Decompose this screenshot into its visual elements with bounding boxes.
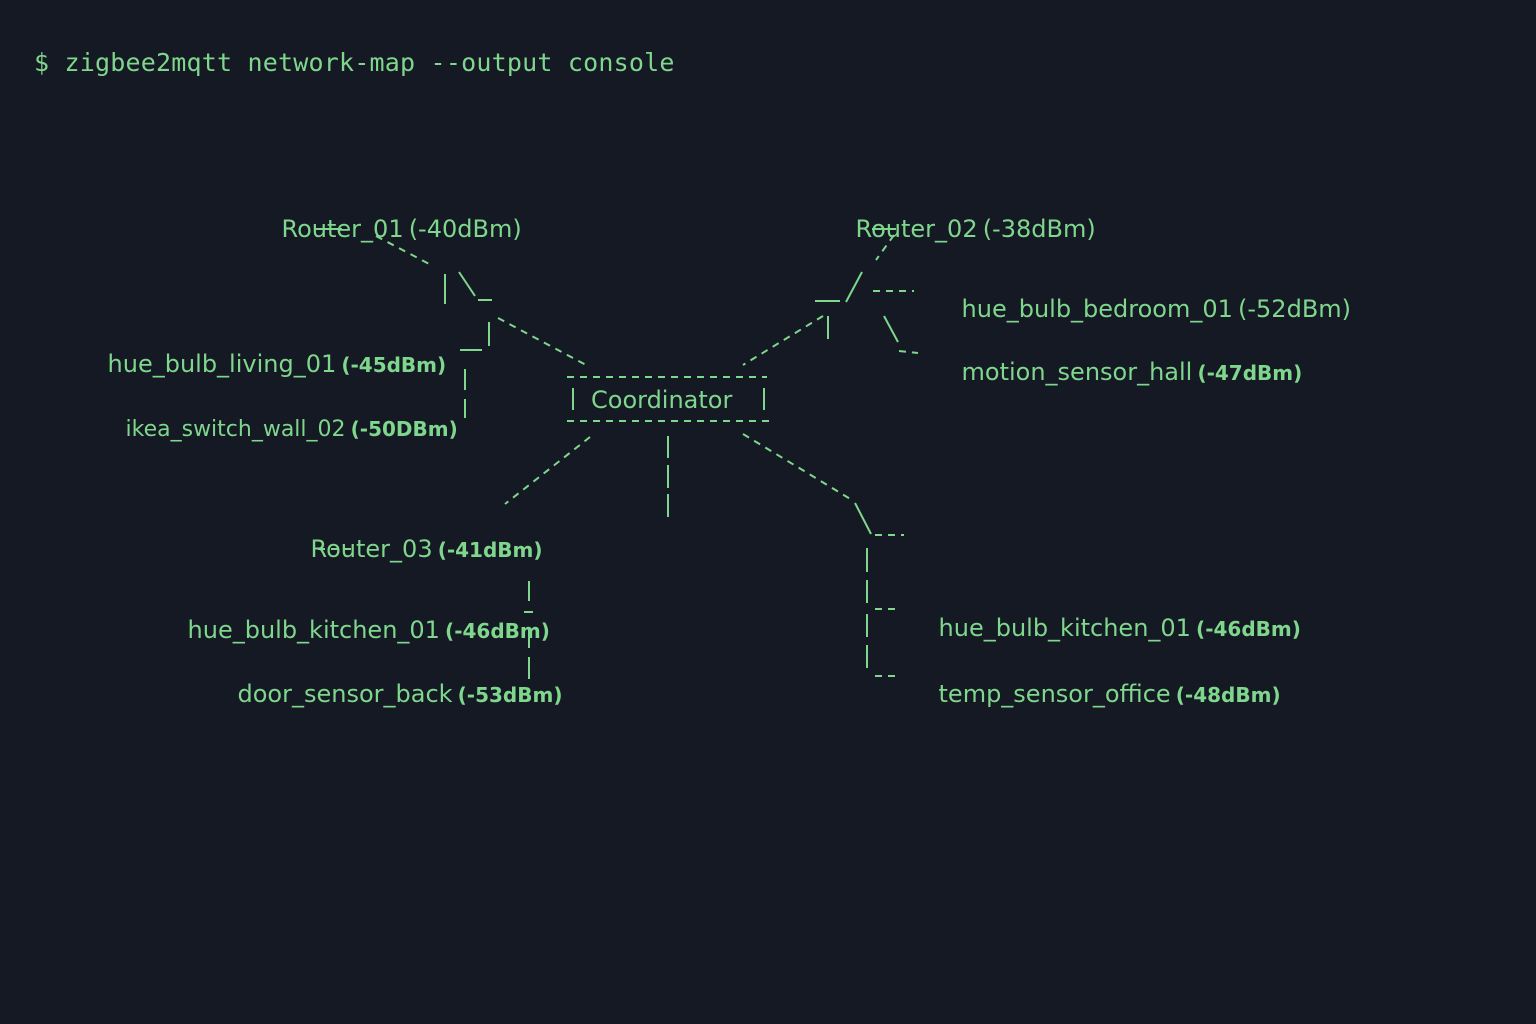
device-name: hue_bulb_kitchen_01 — [187, 616, 440, 644]
router-node: Router_01 (-40dBm) — [251, 196, 522, 262]
router-rssi: (-41dBm) — [437, 538, 543, 562]
device-node: hue_bulb_kitchen_01 (-46dBm) — [157, 597, 550, 663]
router-name: Router_02 — [855, 215, 978, 243]
device-node: temp_sensor_office (-48dBm) — [908, 661, 1281, 727]
prompt-symbol: $ — [34, 48, 50, 77]
device-rssi: (-53dBm) — [457, 683, 563, 707]
command-text: zigbee2mqtt network-map --output console — [64, 48, 675, 77]
device-rssi: (-52dBm) — [1238, 295, 1352, 323]
router-node: Router_02 (-38dBm) — [825, 196, 1096, 262]
device-rssi: (-46dBm) — [445, 619, 550, 643]
device-node: hue_bulb_kitchen_01 (-46dBm) — [908, 595, 1301, 661]
device-rssi: (-45dBm) — [341, 353, 447, 377]
device-name: door_sensor_back — [237, 680, 453, 708]
device-node: hue_bulb_living_01 (-45dBm) — [77, 331, 447, 397]
device-name: motion_sensor_hall — [961, 358, 1193, 386]
device-rssi: (-48dBm) — [1175, 683, 1281, 707]
coordinator-node: Coordinator — [591, 386, 733, 414]
router-name: Router_03 — [310, 535, 433, 563]
router-rssi: (-40dBm) — [408, 215, 522, 243]
router-node: Router_03 (-41dBm) — [280, 516, 543, 582]
router-rssi: (-38dBm) — [982, 215, 1096, 243]
device-node: ikea_switch_wall_02 (-50DBm) — [95, 398, 458, 461]
device-rssi: (-47dBm) — [1197, 361, 1303, 385]
router-name: Router_01 — [281, 215, 404, 243]
device-name: hue_bulb_kitchen_01 — [938, 614, 1191, 642]
device-name: hue_bulb_bedroom_01 — [961, 295, 1233, 323]
device-rssi: (-50DBm) — [350, 417, 458, 441]
device-name: temp_sensor_office — [938, 680, 1171, 708]
device-name: hue_bulb_living_01 — [107, 350, 337, 378]
command-line[interactable]: $ zigbee2mqtt network-map --output conso… — [34, 48, 675, 77]
device-name: ikea_switch_wall_02 — [125, 417, 346, 442]
device-node: door_sensor_back (-53dBm) — [207, 661, 563, 727]
device-rssi: (-46dBm) — [1196, 617, 1301, 641]
device-node: hue_bulb_bedroom_01 (-52dBm) — [931, 276, 1352, 342]
device-node: motion_sensor_hall (-47dBm) — [931, 339, 1303, 405]
